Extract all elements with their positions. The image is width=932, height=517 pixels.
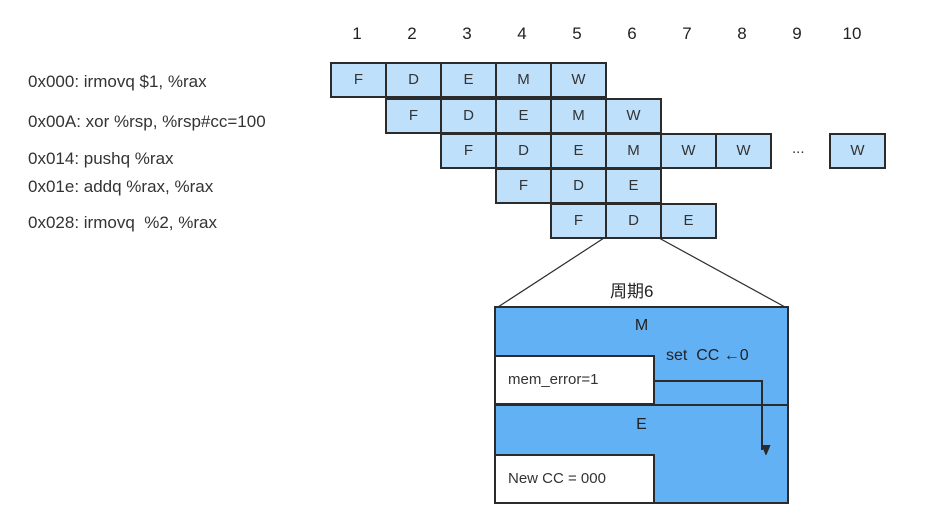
cycle-number: 8	[737, 24, 747, 43]
instruction-label: 0x028: irmovq %2, %rax	[28, 213, 217, 232]
cycle-number: 3	[462, 24, 472, 43]
mem-error-box: mem_error=1	[494, 355, 655, 405]
cycle-number: 2	[407, 24, 417, 43]
new-cc-box: New CC = 000	[494, 454, 655, 504]
pipeline-cell-d: D	[385, 62, 442, 98]
pipeline-cell-d: D	[440, 98, 497, 134]
pipeline-cell-e: E	[605, 168, 662, 204]
pipeline-cell-e: E	[660, 203, 717, 239]
pipeline-cell-w: W	[605, 98, 662, 134]
cycle-number: 4	[517, 24, 527, 43]
pipeline-cell-w: W	[550, 62, 607, 98]
ellipsis: ...	[792, 140, 805, 157]
pipeline-cell-f: F	[385, 98, 442, 134]
cycle-number: 9	[792, 24, 802, 43]
pipeline-cell-f: F	[330, 62, 387, 98]
pipeline-cell-final-w: W	[829, 133, 886, 169]
detail-title: 周期6	[610, 282, 654, 301]
pipeline-cell-m: M	[550, 98, 607, 134]
instruction-label: 0x01e: addq %rax, %rax	[28, 177, 214, 196]
cycle-number: 5	[572, 24, 582, 43]
instruction-label: 0x000: irmovq $1, %rax	[28, 72, 207, 91]
cycle-number: 7	[682, 24, 692, 43]
pipeline-cell-d: D	[550, 168, 607, 204]
instruction-label: 0x00A: xor %rsp, %rsp#cc=100	[28, 112, 266, 131]
pipeline-cell-w: W	[715, 133, 772, 169]
pipeline-cell-f: F	[495, 168, 552, 204]
zoom-line-left	[497, 237, 605, 308]
zoom-line-right	[658, 237, 786, 308]
cycle-number: 10	[842, 24, 862, 43]
pipeline-cell-e: E	[495, 98, 552, 134]
pipeline-cell-e: E	[440, 62, 497, 98]
cycle-number: 6	[627, 24, 637, 43]
set-cc-label: set CC ←0	[666, 347, 749, 364]
m-stage-label: M	[634, 317, 649, 334]
pipeline-cell-d: D	[495, 133, 552, 169]
instruction-label: 0x014: pushq %rax	[28, 149, 174, 168]
e-stage-label: E	[636, 416, 647, 433]
cycle-number: 1	[352, 24, 362, 43]
